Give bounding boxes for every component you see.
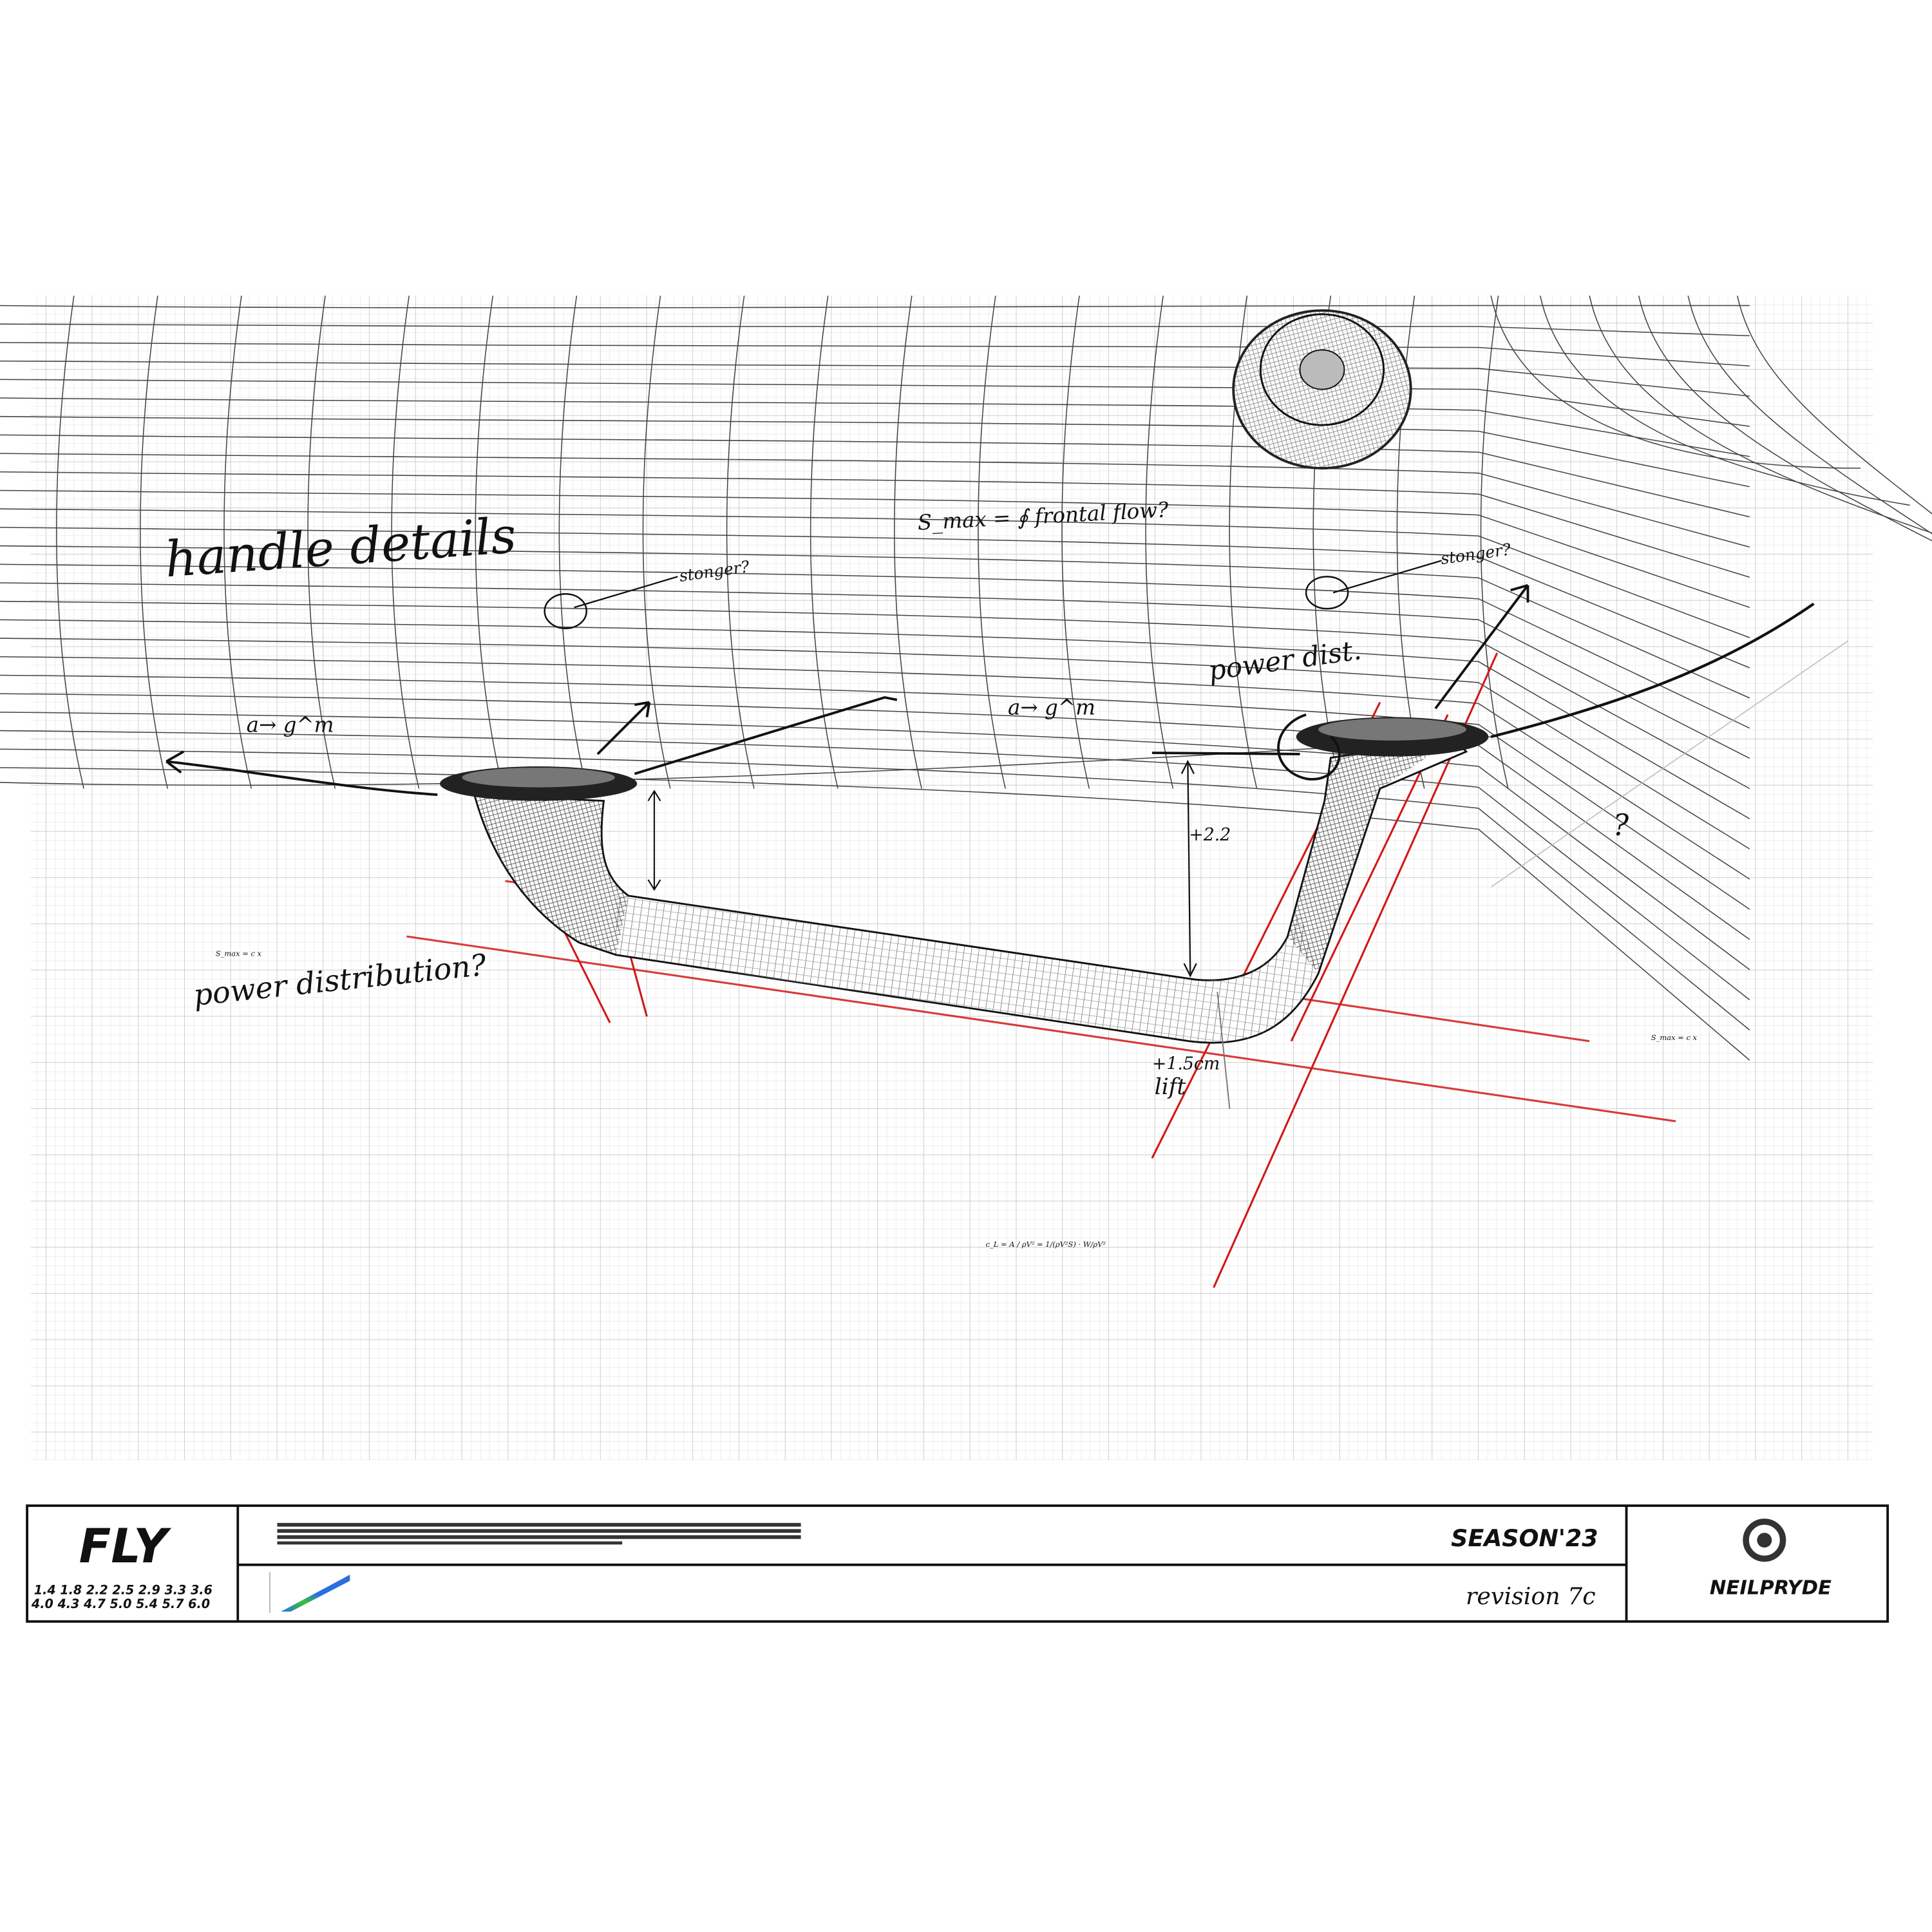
title-block: [26, 1504, 1889, 1623]
note-lift-label: lift: [1155, 1074, 1186, 1100]
revision-label: revision 7c: [1466, 1582, 1596, 1610]
mesh-line: [1638, 296, 1932, 542]
handle-3d-model: [440, 717, 1489, 1044]
mesh-line: [0, 656, 1750, 880]
mesh-line: [0, 564, 1750, 729]
mesh-line: [0, 730, 1750, 1001]
mini-chart: [269, 1572, 350, 1613]
strap-insert: [1232, 309, 1412, 469]
mesh-line: [0, 748, 1750, 1031]
mesh-line: [307, 296, 336, 789]
season-label: SEASON'23: [1451, 1524, 1598, 1552]
mesh-line: [223, 296, 252, 789]
mesh-line: [0, 545, 1750, 699]
brand-name: NEILPRYDE: [1710, 1577, 1832, 1600]
mesh-line: [0, 489, 1750, 608]
small-formula-left: S_max = c x: [216, 949, 262, 958]
mesh-line: [0, 527, 1750, 668]
mesh-line: [0, 600, 1750, 790]
mesh-line: [1736, 296, 1932, 515]
mesh-line: [810, 296, 838, 789]
board-rail-curve: [1490, 602, 1815, 739]
small-formula-center: c_L = A / ρV² = 1/(ρV²S) · W/ρV²: [986, 1240, 1106, 1249]
mesh-line: [1589, 296, 1932, 534]
product-name: FLY: [79, 1520, 172, 1574]
mesh-line: [140, 296, 168, 789]
mesh-line: [0, 674, 1750, 910]
mesh-line: [1539, 296, 1910, 506]
mesh-line: [56, 296, 84, 789]
note-lift-value: +1.5cm: [1152, 1054, 1220, 1074]
small-formula-right: S_max = c x: [1651, 1033, 1698, 1042]
fine-print-block: [277, 1522, 801, 1545]
mesh-line: [978, 296, 1006, 789]
mesh-line: [0, 638, 1750, 849]
mesh-line: [1480, 296, 1509, 789]
mesh-line: [726, 296, 755, 789]
mesh-line: [1490, 296, 1861, 469]
ink-annotations: [166, 560, 1849, 1110]
mesh-line: [0, 712, 1750, 971]
grid-paper: [30, 296, 1873, 1461]
mesh-line: [1061, 296, 1090, 789]
mesh-line: [0, 619, 1750, 820]
mesh-line: [0, 471, 1750, 578]
sizes-row-1: 1.4 1.8 2.2 2.5 2.9 3.3 3.6: [34, 1583, 213, 1598]
mesh-line: [0, 305, 1750, 308]
brand-logo-icon: [1743, 1519, 1786, 1562]
mesh-line: [642, 296, 671, 789]
mesh-line: [1687, 296, 1932, 535]
board-surface-mesh: [0, 296, 1932, 1061]
dimension-plus-2-2: +2.2: [1189, 825, 1231, 845]
mesh-line: [391, 296, 420, 789]
mesh-line: [894, 296, 922, 789]
note-question: ?: [1613, 808, 1629, 842]
scribble-center: a→ g^m: [1008, 696, 1095, 720]
scribble-left: a→ g^m: [247, 712, 334, 737]
mesh-line: [0, 736, 1492, 786]
mesh-line: [558, 296, 587, 789]
mesh-line: [475, 296, 504, 789]
mesh-line: [0, 508, 1750, 638]
mesh-line: [1145, 296, 1174, 789]
sizes-row-2: 4.0 4.3 4.7 5.0 5.4 5.7 6.0: [31, 1596, 210, 1611]
